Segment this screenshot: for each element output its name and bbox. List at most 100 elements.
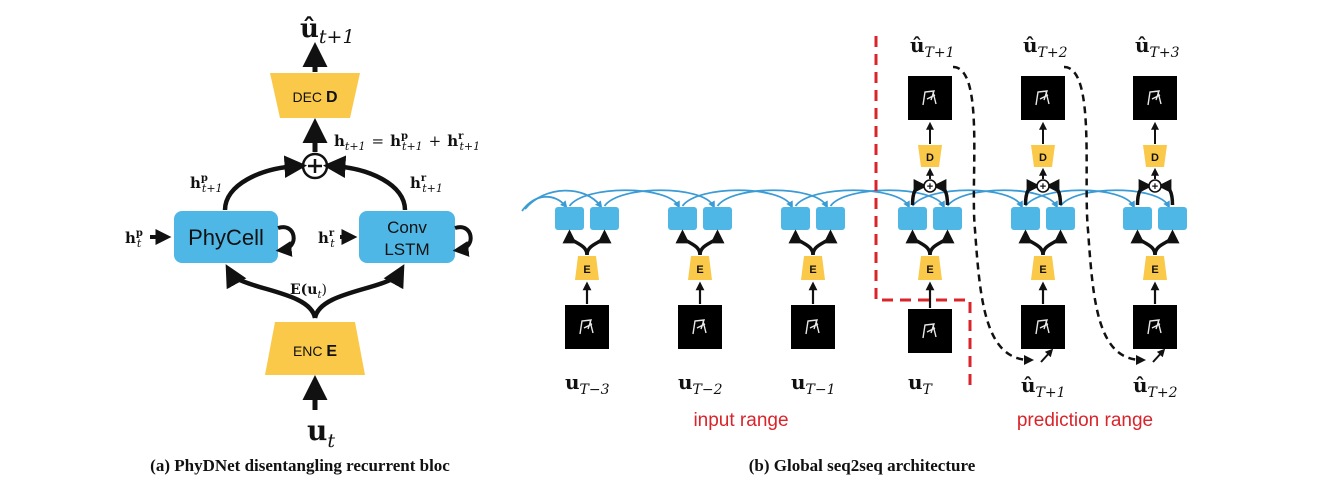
arrow-enc-convlstm xyxy=(585,229,612,256)
input-frame xyxy=(908,309,952,353)
arrow-convlstm-sum xyxy=(1045,179,1063,206)
digit-glyph xyxy=(922,90,937,106)
recurrent-arrow xyxy=(829,189,945,209)
encoder-label: E xyxy=(1039,264,1046,276)
time-step-3: E xyxy=(781,207,845,304)
arrow-fedback-frame xyxy=(1152,348,1166,363)
digit-glyph xyxy=(579,319,594,335)
recurrent-arrow xyxy=(568,189,680,209)
input-label: uT−2 xyxy=(678,370,723,398)
output-frame xyxy=(1133,76,1177,120)
arrow-enc-convlstm xyxy=(1153,229,1180,256)
input-label: uT−1 xyxy=(791,370,836,398)
encoder-block xyxy=(918,256,942,280)
sum-node xyxy=(1148,179,1162,193)
convlstm-self-loop xyxy=(452,225,473,257)
phycell-label: PhyCell xyxy=(188,225,264,250)
input-frame xyxy=(791,305,835,349)
recurrent-arrow xyxy=(1059,189,1170,209)
input-label: ut xyxy=(307,414,335,452)
arrow-enc-phycell xyxy=(1130,229,1157,256)
arrow-enc-phycell xyxy=(562,229,589,256)
output-label: ûT+1 xyxy=(910,33,955,61)
output-label: ûT+2 xyxy=(1023,33,1068,61)
output-frame xyxy=(1021,76,1065,120)
encoder-label: E xyxy=(926,264,933,276)
encoder-label: E xyxy=(1151,264,1158,276)
time-step-5: E + D xyxy=(1011,121,1075,304)
digit-glyph xyxy=(1147,90,1162,106)
arrow-fedback-frame xyxy=(1040,348,1054,363)
phycell-state xyxy=(555,207,584,230)
arrow-enc-phycell xyxy=(905,229,932,256)
arrow-enc-convlstm xyxy=(928,229,955,256)
output-label: ût+1 xyxy=(300,14,355,48)
arrow-phycell-sum xyxy=(1135,179,1153,206)
arrow-phycell-sum xyxy=(910,179,928,206)
convlstm-state xyxy=(1046,207,1075,230)
digit-glyph xyxy=(922,323,937,339)
decoder-label: D xyxy=(1151,152,1159,164)
recurrent-arrow xyxy=(946,189,1058,209)
encoder-block xyxy=(1031,256,1055,280)
recurrent-arrow-in-1 xyxy=(521,195,568,212)
caption-b: (b) Global seq2seq architecture xyxy=(749,456,976,475)
fed-back-label: ûT+1 xyxy=(1021,373,1066,401)
arrow-phycell-sum xyxy=(222,155,307,211)
decoder-block xyxy=(918,145,942,167)
digit-glyph xyxy=(1035,90,1050,106)
time-step-2: E xyxy=(668,207,732,304)
phycell-state xyxy=(1011,207,1040,230)
arrow-enc-convlstm xyxy=(698,229,725,256)
convlstm-block xyxy=(359,211,455,263)
decoder-block xyxy=(270,73,360,118)
convlstm-label-2: LSTM xyxy=(384,240,429,259)
arrow-enc-phycell xyxy=(675,229,702,256)
recurrent-arrow xyxy=(911,189,1023,209)
decoder-label: D xyxy=(926,152,934,164)
input-label: uT xyxy=(908,370,934,398)
arrow-phycell-sum xyxy=(1023,179,1041,206)
input-frame xyxy=(1133,305,1177,349)
input-range-label: input range xyxy=(693,410,788,431)
decoder-label: DEC D xyxy=(292,89,337,106)
arrow-enc-phycell xyxy=(1018,229,1045,256)
phycell-block xyxy=(174,211,278,263)
encoder-label: E xyxy=(809,264,816,276)
arrow-enc-phycell xyxy=(788,229,815,256)
output-label: ûT+3 xyxy=(1135,33,1180,61)
input-frame xyxy=(678,305,722,349)
digit-glyph xyxy=(692,319,707,335)
time-step-1: E xyxy=(555,207,619,304)
input-frame xyxy=(1021,305,1065,349)
output-frame xyxy=(908,76,952,120)
decoder-block xyxy=(1031,145,1055,167)
encoder-block xyxy=(1143,256,1167,280)
recurrent-arrow xyxy=(681,189,793,209)
digit-glyph xyxy=(1035,319,1050,335)
phycell-state xyxy=(668,207,697,230)
convlstm-state xyxy=(816,207,845,230)
sum-plus: + xyxy=(1040,181,1046,193)
arrow-enc-phycell xyxy=(225,264,318,319)
convlstm-state xyxy=(1158,207,1187,230)
recurrent-arrow-in-2 xyxy=(524,189,603,210)
convlstm-state xyxy=(703,207,732,230)
input-label: uT−3 xyxy=(565,370,610,398)
arrow-convlstm-sum xyxy=(323,155,408,211)
decoder-block xyxy=(1143,145,1167,167)
phycell-state xyxy=(898,207,927,230)
sum-node xyxy=(1036,179,1050,193)
encoder-block xyxy=(801,256,825,280)
decoder-label: D xyxy=(1039,152,1047,164)
sum-plus: + xyxy=(927,181,933,193)
input-frame xyxy=(565,305,609,349)
digit-glyph xyxy=(1147,319,1162,335)
